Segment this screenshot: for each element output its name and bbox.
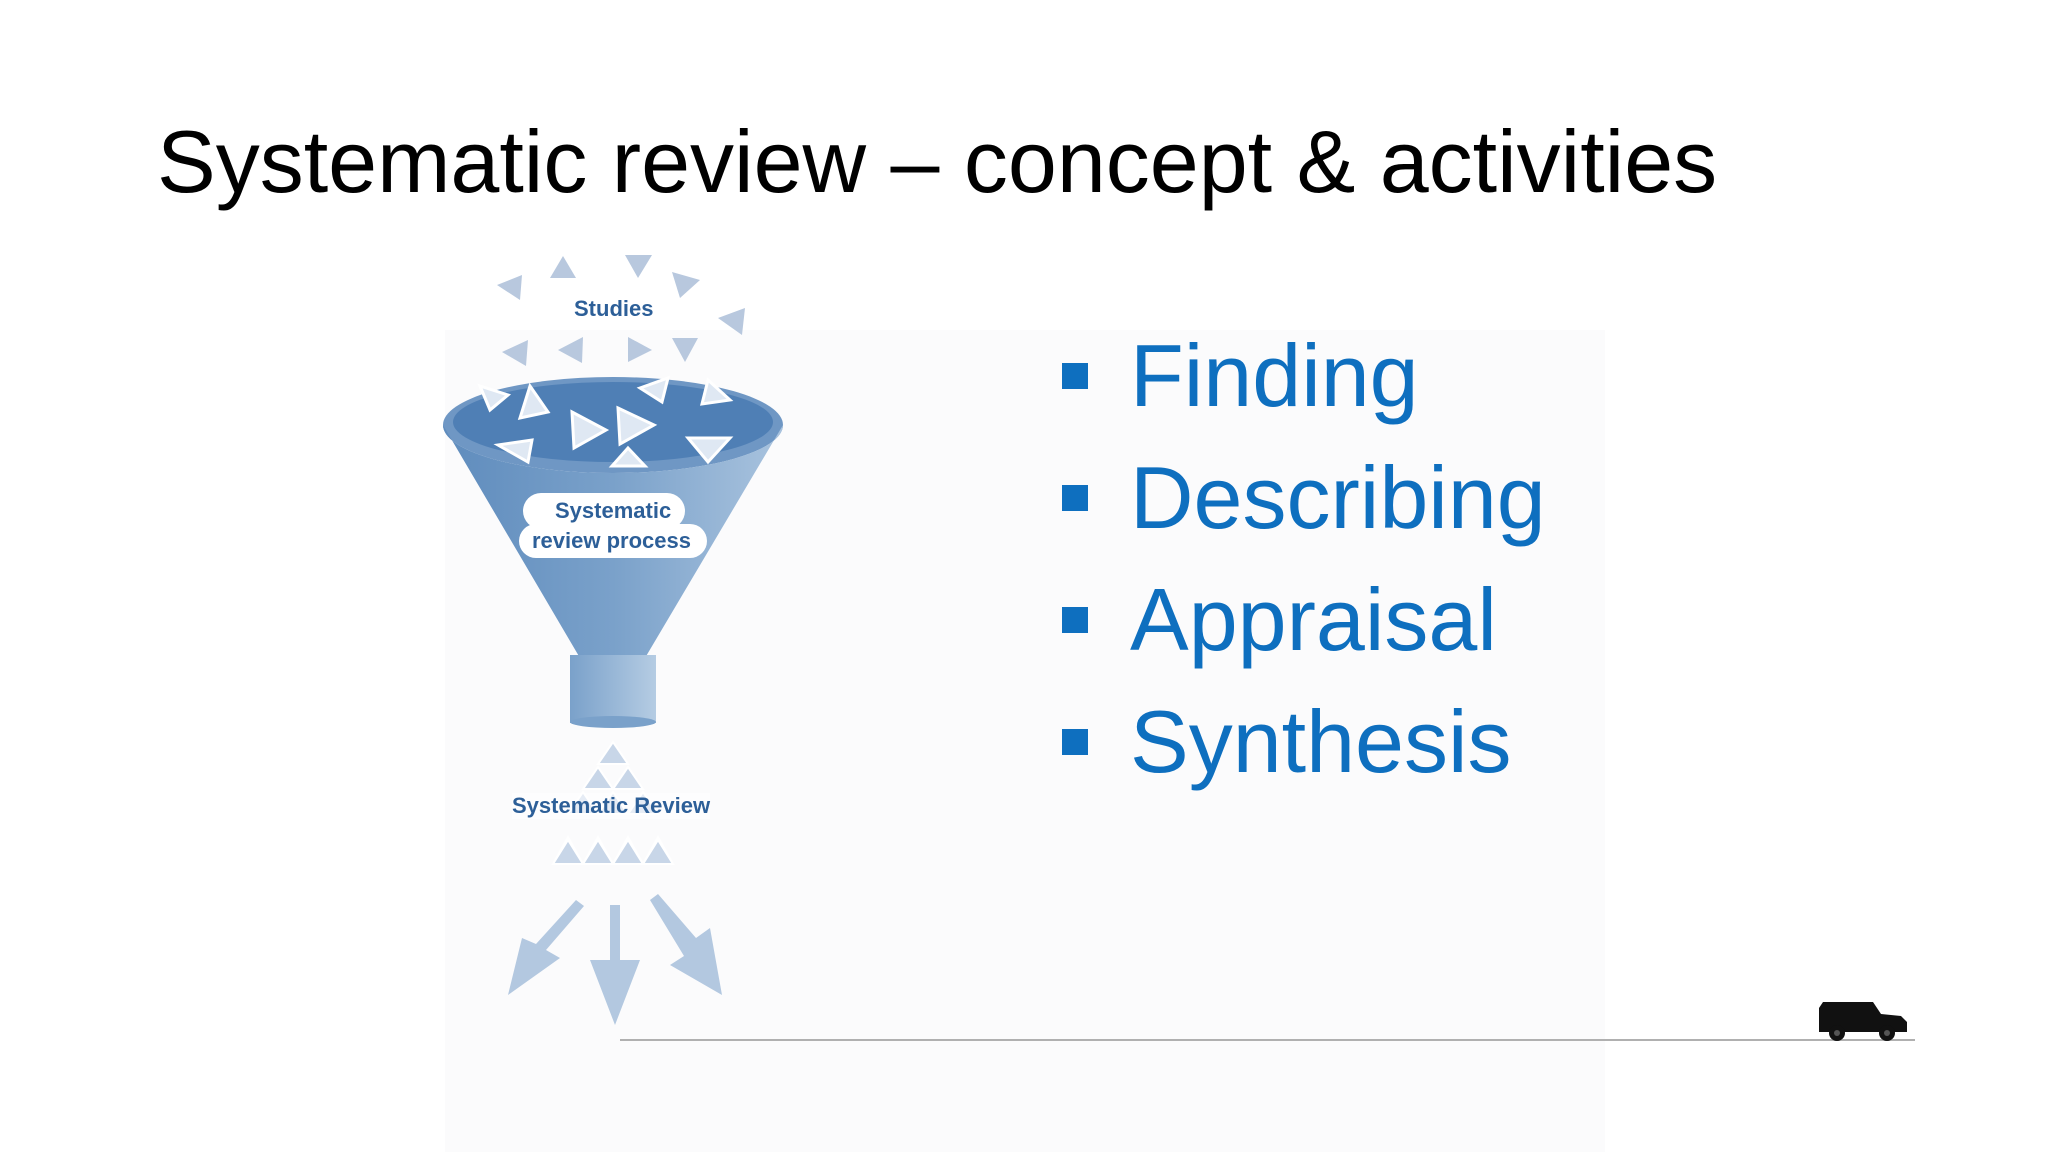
list-item: Describing — [1060, 437, 1546, 559]
square-bullet-icon — [1062, 363, 1088, 389]
car-icon — [1819, 1002, 1907, 1041]
studies-label: Studies — [574, 296, 654, 321]
process-label-line2: review process — [532, 528, 691, 553]
slide-title: Systematic review – concept & activities — [157, 112, 1718, 211]
list-item: Synthesis — [1060, 681, 1546, 803]
bullet-label: Finding — [1130, 326, 1419, 425]
activity-list: Finding Describing Appraisal Synthesis — [1060, 315, 1546, 803]
progress-line — [620, 1039, 1915, 1041]
process-label-line1: Systematic — [555, 498, 672, 523]
list-item: Appraisal — [1060, 559, 1546, 681]
process-label-cloud — [519, 493, 707, 558]
square-bullet-icon — [1062, 485, 1088, 511]
funnel-spout — [570, 655, 656, 723]
output-label: Systematic Review — [512, 793, 711, 819]
square-bullet-icon — [1062, 607, 1088, 633]
bullet-label: Synthesis — [1130, 692, 1512, 791]
bullet-label: Describing — [1130, 448, 1546, 547]
output-arrows — [508, 894, 722, 1025]
bullet-label: Appraisal — [1130, 570, 1497, 669]
square-bullet-icon — [1062, 729, 1088, 755]
study-triangles — [497, 255, 745, 366]
list-item: Finding — [1060, 315, 1546, 437]
